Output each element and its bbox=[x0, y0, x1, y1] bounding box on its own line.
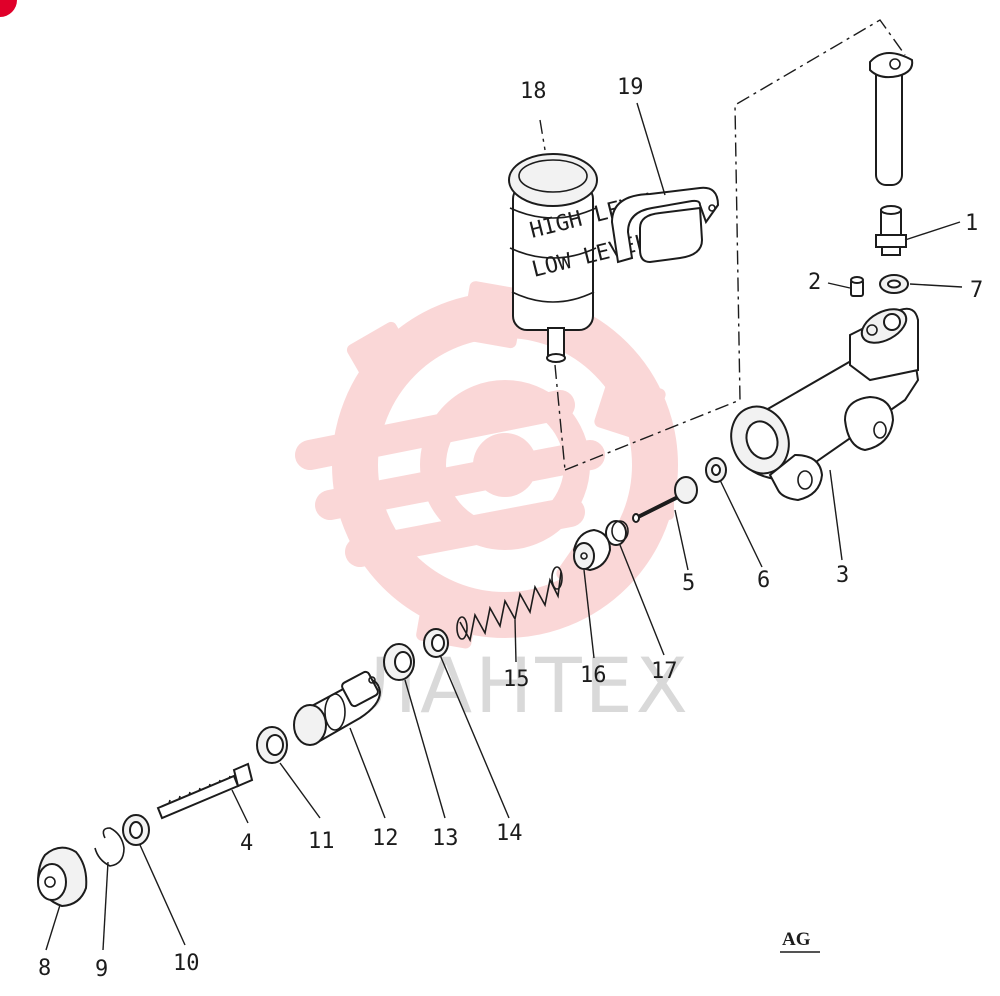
bleeder-screw bbox=[850, 276, 864, 297]
snap-ring bbox=[94, 827, 125, 867]
callout-15: 15 bbox=[503, 667, 530, 692]
callout-1: 1 bbox=[965, 211, 978, 236]
callout-10: 10 bbox=[173, 951, 200, 976]
valve-seal bbox=[705, 457, 727, 483]
callout-17: 17 bbox=[651, 659, 678, 684]
hose-fitting bbox=[875, 205, 907, 256]
callout-11: 11 bbox=[308, 829, 335, 854]
master-cylinder-body bbox=[730, 307, 920, 502]
callout-5: 5 bbox=[682, 571, 695, 596]
dust-boot bbox=[36, 846, 88, 908]
return-spring bbox=[456, 566, 563, 643]
callout-18: 18 bbox=[520, 79, 547, 104]
callout-12: 12 bbox=[372, 826, 399, 851]
callout-numbers: 1 2 3 4 5 6 7 8 9 10 11 12 13 14 15 16 1… bbox=[38, 75, 983, 982]
piston bbox=[293, 670, 382, 746]
piston-washer bbox=[383, 643, 415, 681]
callout-2: 2 bbox=[808, 270, 821, 295]
valve-spring bbox=[605, 520, 629, 546]
callout-19: 19 bbox=[617, 75, 644, 100]
callout-3: 3 bbox=[836, 563, 849, 588]
callout-16: 16 bbox=[580, 663, 607, 688]
sealing-washer bbox=[879, 274, 909, 294]
reservoir-bracket bbox=[610, 186, 720, 264]
corner-badge bbox=[0, 0, 17, 17]
leader-lines bbox=[45, 102, 963, 951]
valve-rod bbox=[632, 476, 698, 523]
callout-14: 14 bbox=[496, 821, 523, 846]
push-rod bbox=[156, 762, 254, 820]
callout-13: 13 bbox=[432, 826, 459, 851]
watermark-logo-icon bbox=[295, 281, 678, 649]
spring-retainer bbox=[572, 528, 612, 572]
secondary-cup bbox=[256, 726, 288, 764]
callout-7: 7 bbox=[970, 278, 983, 303]
stopper-washer bbox=[122, 814, 150, 846]
reservoir-tank: HIGH LEVEL LOW LEVEL bbox=[508, 153, 662, 363]
primary-cup bbox=[423, 628, 449, 658]
callout-6: 6 bbox=[757, 568, 770, 593]
drawing-code: AG bbox=[782, 929, 811, 950]
callout-4: 4 bbox=[240, 831, 253, 856]
callout-9: 9 bbox=[95, 957, 108, 982]
center-lines bbox=[539, 19, 906, 471]
callout-8: 8 bbox=[38, 956, 51, 981]
hose-pipe bbox=[869, 52, 914, 186]
